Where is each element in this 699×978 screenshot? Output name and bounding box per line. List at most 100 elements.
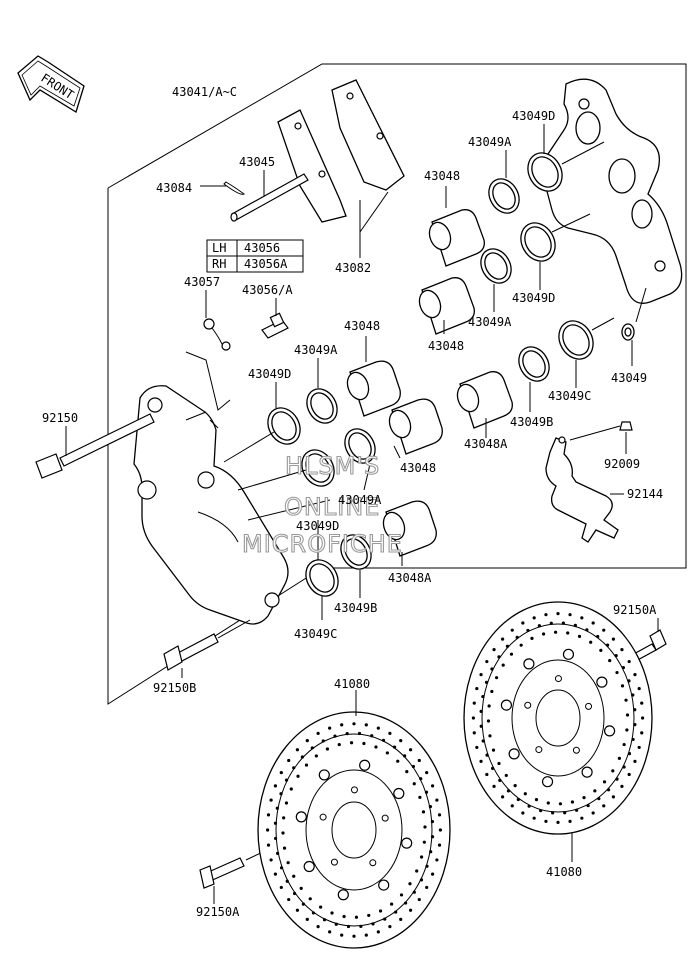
disc-hole xyxy=(631,737,635,742)
label-pin-clip: 43084 xyxy=(156,181,192,195)
label-seal-left-c: 43049C xyxy=(294,627,337,641)
disc-hole xyxy=(411,764,416,769)
disc-hole xyxy=(287,897,291,902)
disc-hole xyxy=(328,930,332,934)
seal-left-6 xyxy=(305,559,339,597)
disc-hole xyxy=(304,763,309,767)
disc-hole xyxy=(534,798,539,802)
disc-hole xyxy=(602,804,606,808)
label-disc-right: 41080 xyxy=(546,865,582,879)
disc-mount-hole xyxy=(350,786,358,794)
disc-hole xyxy=(471,716,475,720)
watermark: HLSM'S ONLINE MICROFICHE xyxy=(241,451,402,558)
disc-hole xyxy=(633,673,637,677)
disc-hole xyxy=(617,756,622,760)
disc-hole xyxy=(438,828,442,832)
disc-hole xyxy=(608,658,612,663)
seal-right-6 xyxy=(518,346,550,382)
disc-hole xyxy=(497,655,501,659)
disc-hole xyxy=(481,739,485,743)
disc-hole xyxy=(266,813,271,817)
label-pad-pin: 43045 xyxy=(239,155,275,169)
disc-hole xyxy=(513,784,517,788)
disc-hole xyxy=(381,738,386,742)
label-seal-left-d-1: 43049D xyxy=(248,367,291,381)
disc-hole xyxy=(435,798,439,802)
disc-hole xyxy=(333,734,337,738)
disc-hole xyxy=(627,752,632,756)
disc-hole xyxy=(485,772,489,777)
disc-hole xyxy=(622,765,626,769)
disc-hole xyxy=(521,621,525,625)
disc-hole xyxy=(637,745,641,750)
disc-hole xyxy=(364,723,368,727)
disc-hole xyxy=(479,759,483,763)
brake-pad-front xyxy=(331,79,405,191)
disc-hole xyxy=(509,652,514,656)
label-piston-right-a: 43048A xyxy=(464,437,508,451)
seal-right-2 xyxy=(488,178,520,214)
disc-hole xyxy=(378,909,383,913)
disc-hole xyxy=(591,621,595,625)
disc-hole xyxy=(475,745,479,750)
disc-hole xyxy=(622,742,626,747)
disc-button xyxy=(523,658,535,670)
disc-hole xyxy=(640,731,644,735)
disc-mount-hole xyxy=(572,746,580,754)
seal-right-1 xyxy=(527,152,563,192)
disc-hole xyxy=(633,723,637,727)
disc-hole xyxy=(620,784,624,788)
disc-hole xyxy=(570,800,575,804)
label-seal-right-d-1: 43049D xyxy=(512,109,555,123)
disc-hole xyxy=(523,792,527,796)
disc-hole xyxy=(425,770,429,775)
seal-right-5 xyxy=(558,320,594,360)
disc-hole xyxy=(415,869,419,873)
disc-hole xyxy=(289,787,293,791)
disc-hole xyxy=(408,748,413,752)
label-piston-left-upper: 43048 xyxy=(344,319,380,333)
disc-hole xyxy=(615,777,619,781)
disc-hole xyxy=(526,628,530,633)
disc-button xyxy=(508,748,520,760)
disc-hole xyxy=(515,635,519,639)
disc-hole xyxy=(506,789,511,793)
disc-hole xyxy=(551,811,555,815)
disc-hole xyxy=(501,663,505,667)
disc-hole xyxy=(568,819,572,823)
disc-hole xyxy=(556,612,560,616)
disc-hole xyxy=(568,613,572,617)
disc-hole xyxy=(284,801,289,805)
lh-rh-table: LH 43056 RH 43056A xyxy=(206,239,304,273)
disc-hole xyxy=(279,770,283,775)
disc-hole xyxy=(325,747,330,751)
caliper-bolt xyxy=(35,413,155,479)
disc-hole xyxy=(479,673,483,677)
disc-hole xyxy=(485,659,489,664)
label-piston-left-mid: 43048 xyxy=(400,461,436,475)
disc-hole xyxy=(392,745,397,749)
disc-hole xyxy=(321,739,325,743)
seal-left-1 xyxy=(306,388,338,424)
label-seal-right-a-2: 43049A xyxy=(468,315,512,329)
label-seal-right-b: 43049B xyxy=(510,415,553,429)
label-pad-set: 43082 xyxy=(335,261,371,275)
disc-hole xyxy=(485,753,489,757)
disc-hole xyxy=(418,795,422,799)
disc-hole xyxy=(602,628,606,632)
disc-hole xyxy=(266,843,271,847)
rh-marker: RH xyxy=(212,257,226,271)
disc-hole xyxy=(624,698,628,702)
disc-hole xyxy=(354,915,359,919)
disc-hole xyxy=(602,780,607,784)
disc-hole xyxy=(472,701,476,705)
caliper-body-right xyxy=(542,78,683,304)
disc-hole xyxy=(521,811,525,815)
disc-hole xyxy=(276,851,280,855)
disc-hole xyxy=(611,795,616,799)
caliper-bolt-b xyxy=(163,633,219,671)
disc-hole xyxy=(405,769,409,774)
disc-hole xyxy=(352,722,356,726)
disc-hole xyxy=(539,809,543,813)
